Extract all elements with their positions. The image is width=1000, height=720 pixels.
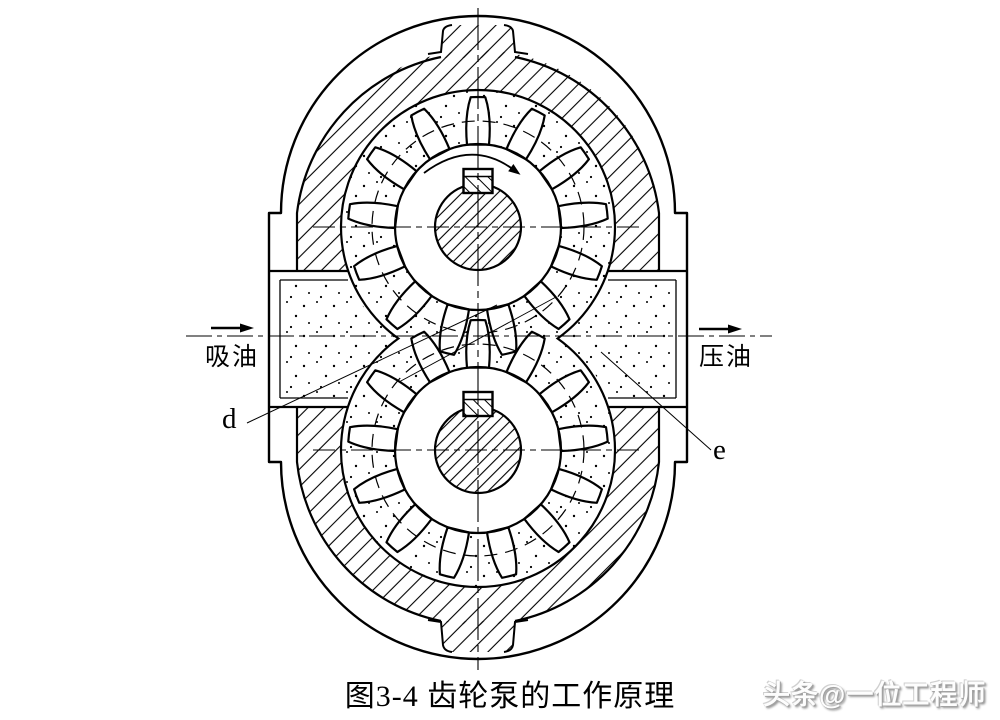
pressure-port-lip xyxy=(608,279,677,399)
pressure-port xyxy=(608,269,687,409)
leader-line-e xyxy=(600,351,712,451)
leader-line-d xyxy=(246,304,498,424)
housing-inner-outline xyxy=(295,55,661,623)
rotation-arrow-head xyxy=(508,164,521,175)
housing-outer-outline xyxy=(267,14,689,661)
suction-arrow xyxy=(211,323,254,333)
gear-1 xyxy=(313,95,643,356)
pressure-arrow xyxy=(699,324,742,334)
label-d: d xyxy=(222,403,237,435)
gears-group xyxy=(313,95,643,579)
figure-caption: 图3-4 齿轮泵的工作原理 xyxy=(344,680,676,713)
label-e: e xyxy=(713,434,726,466)
shaft-key-hatch xyxy=(464,176,492,193)
suction-label: 吸油 xyxy=(205,344,260,371)
gear-teeth xyxy=(347,95,609,356)
top-neck-edges xyxy=(427,24,529,55)
gear-chamber-wall xyxy=(339,88,617,589)
suction-port xyxy=(269,269,348,409)
rotation-arrow-arc xyxy=(423,153,515,174)
pressure-label: 压油 xyxy=(699,344,754,371)
shaft-key-hatch xyxy=(464,399,492,416)
watermark: 头条@一位工程师 xyxy=(763,680,987,710)
bottom-neck-edges xyxy=(427,619,529,653)
suction-port-lip xyxy=(279,279,348,399)
